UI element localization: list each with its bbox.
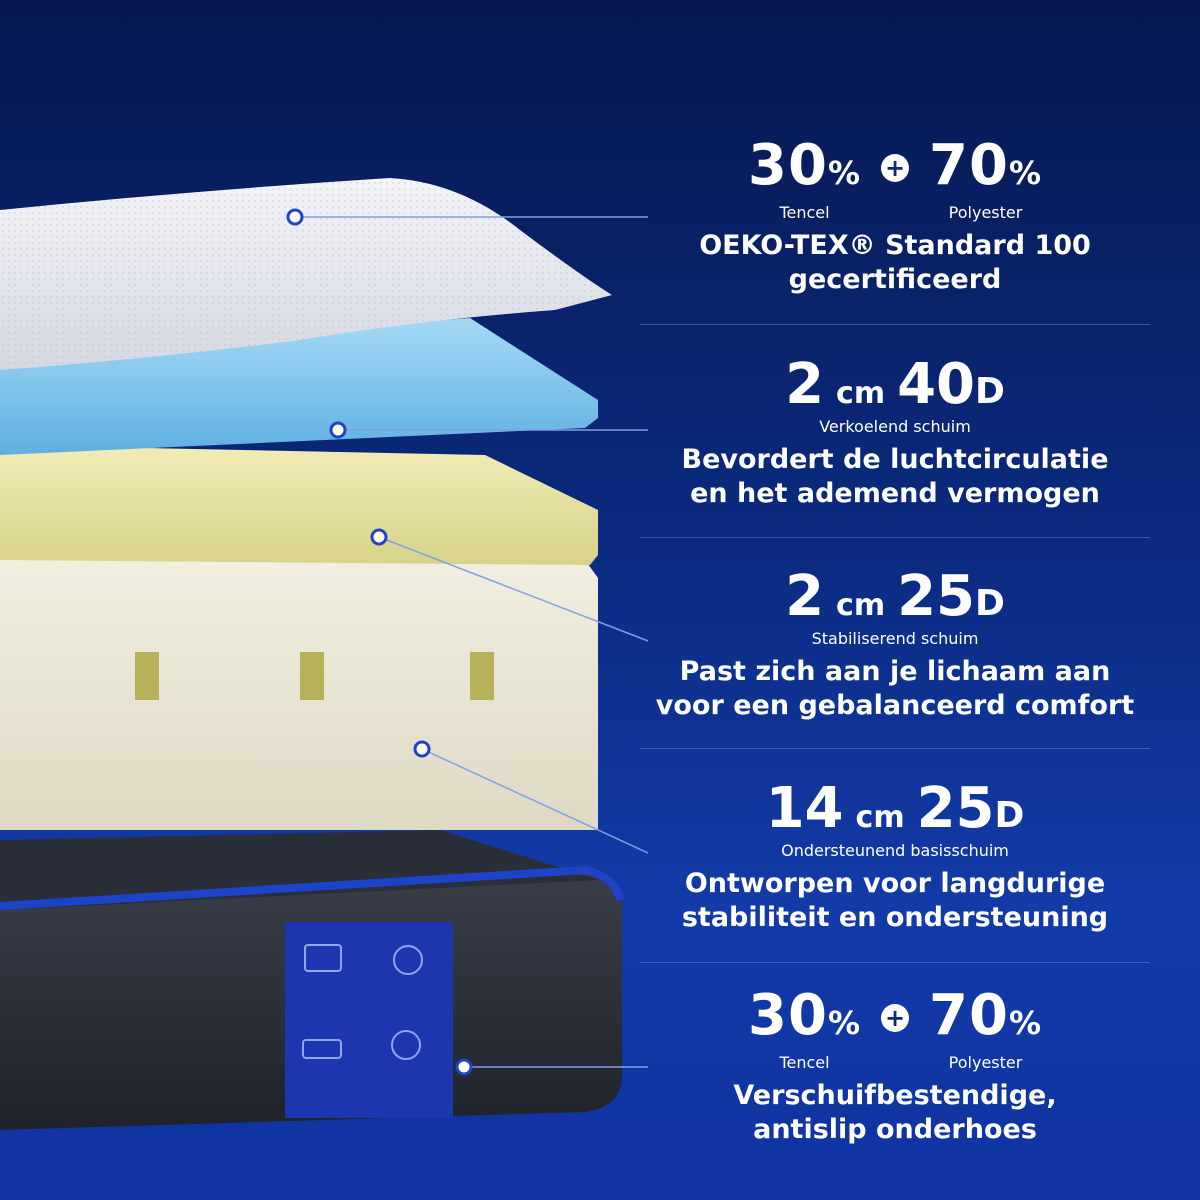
base-foam-layer <box>0 545 598 830</box>
stabilizing-foam-layer <box>0 445 598 565</box>
marker-cooling <box>329 421 347 439</box>
bottom-cover-layer <box>0 830 624 1130</box>
bottom-cover-description: Verschuifbestendige, antislip onderhoes <box>733 1080 1057 1145</box>
marker-bottom <box>455 1058 473 1076</box>
cover-description: OEKO-TEX® Standard 100 gecertificeerd <box>699 230 1091 295</box>
leader-lines <box>295 216 649 1068</box>
polyester-label: Polyester <box>948 203 1023 222</box>
marker-stabilizing <box>370 528 388 546</box>
plus-icon: + <box>881 154 909 182</box>
stabilizing-foam-description: Past zich aan je lichaam aan voor een ge… <box>655 656 1135 721</box>
marker-base <box>413 740 431 758</box>
polyester-percentage: 70% <box>929 983 1042 1048</box>
base-foam-description: Ontworpen voor langdurige stabiliteit en… <box>681 868 1109 933</box>
polyester-label: Polyester <box>948 1053 1023 1072</box>
top-cover-layer <box>0 178 612 370</box>
divider <box>640 962 1150 963</box>
base-foam-label: Ondersteunend basisschuim <box>781 841 1009 860</box>
tencel-label: Tencel <box>779 1053 830 1072</box>
tencel-percentage: 30% <box>748 133 861 198</box>
tencel-percentage: 30% <box>748 983 861 1048</box>
spec-bottom-cover: 30% Tencel + 70% Polyester Verschuifbest… <box>640 986 1150 1147</box>
cooling-foam-description: Bevordert de luchtcirculatie en het adem… <box>681 444 1109 509</box>
layer-markers <box>286 208 473 1076</box>
polyester-percentage: 70% <box>929 133 1042 198</box>
marker-cover <box>286 208 304 226</box>
tencel-label: Tencel <box>779 203 830 222</box>
divider <box>640 748 1150 749</box>
cooling-foam-label: Verkoelend schuim <box>819 417 971 436</box>
divider <box>640 537 1150 538</box>
plus-icon: + <box>881 1004 909 1032</box>
spec-cover: 30% Tencel + 70% Polyester OEKO-TEX® Sta… <box>640 136 1150 297</box>
stabilizing-foam-label: Stabiliserend schuim <box>811 629 979 648</box>
divider <box>640 324 1150 325</box>
